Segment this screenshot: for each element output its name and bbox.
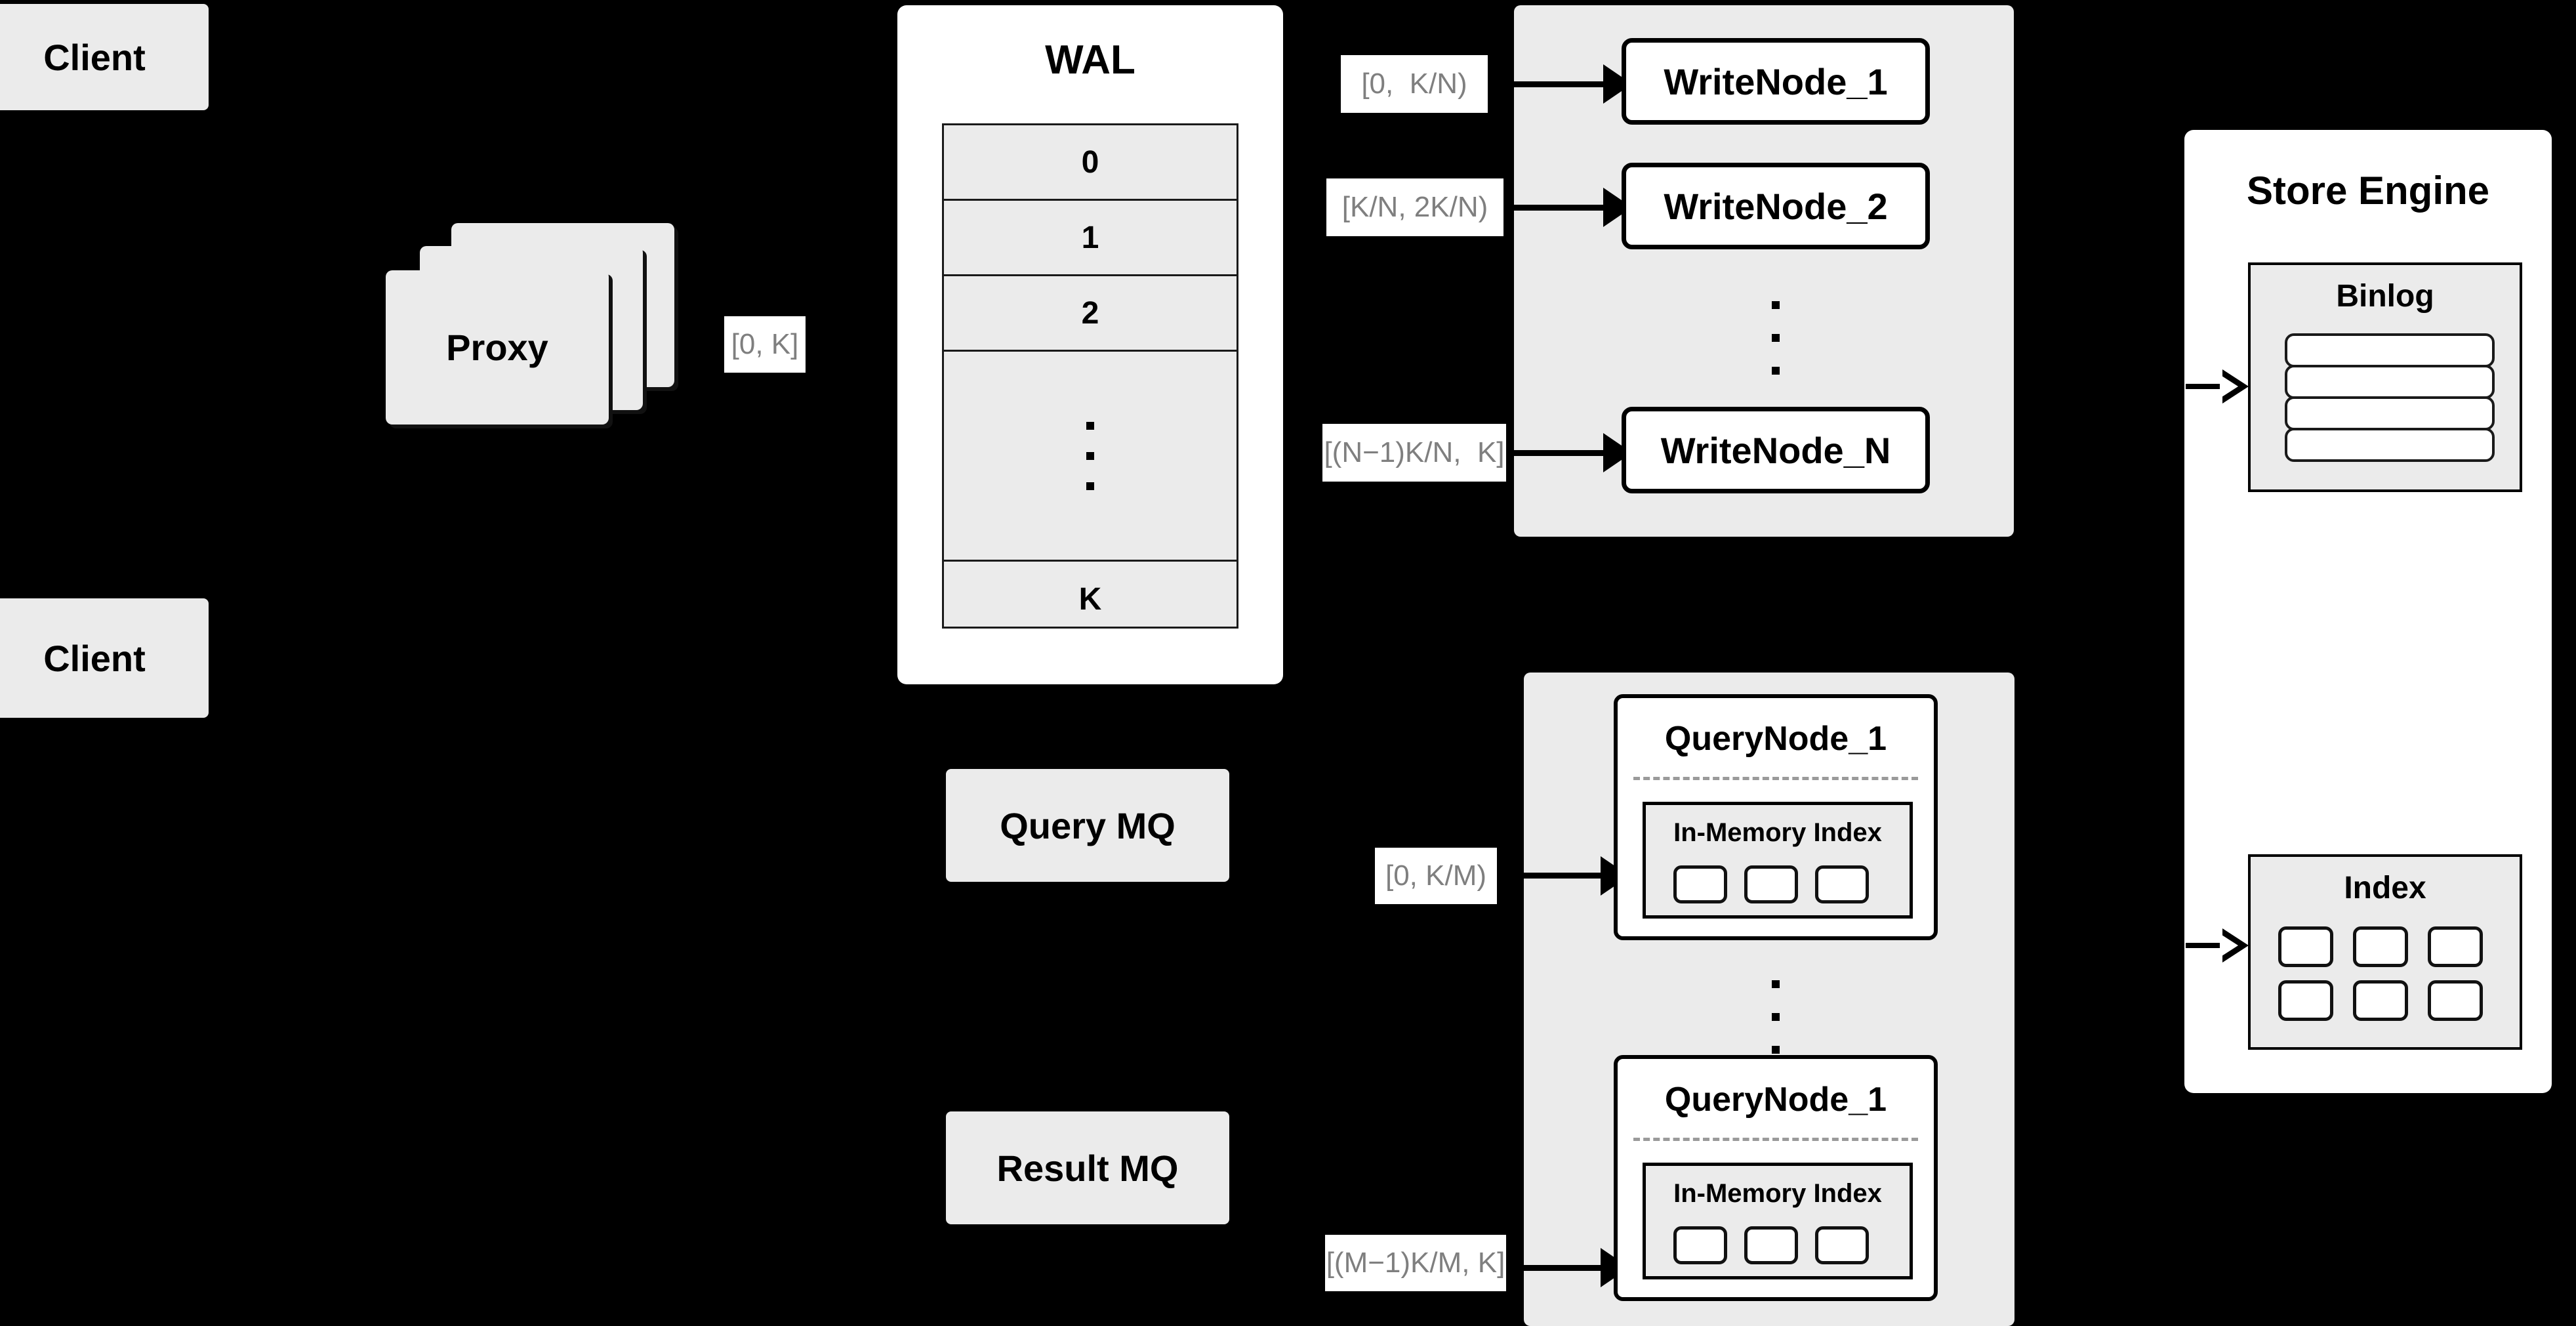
- query-node-m-in-memory-index: In-Memory Index: [1643, 1163, 1913, 1279]
- wal-row-label: 2: [1081, 295, 1099, 331]
- wal-row-label: 1: [1081, 220, 1099, 255]
- index-title: Index: [2344, 871, 2426, 905]
- edge-label-querynode-1-text: [0, K/M): [1385, 860, 1487, 892]
- client-node-2[interactable]: Client: [0, 598, 209, 718]
- index-chip: [2278, 980, 2333, 1021]
- wal-ellipsis-row: [944, 352, 1237, 562]
- store-engine-title: Store Engine: [2246, 169, 2490, 213]
- query-node-1[interactable]: QueryNode_1 In-Memory Index: [1614, 694, 1938, 940]
- edge-label-querynode-m: [(M−1)K/M, K]: [1325, 1235, 1506, 1291]
- ellipsis-dot: [1772, 1046, 1780, 1054]
- write-node-1-label: WriteNode_1: [1664, 60, 1888, 102]
- index-segment: [1815, 865, 1869, 903]
- index-segment: [1815, 1226, 1869, 1264]
- ellipsis-dot: [1772, 334, 1780, 342]
- arrow-line-writenode-n: [1509, 450, 1614, 456]
- query-node-m-title: QueryNode_1: [1664, 1081, 1887, 1119]
- result-mq-label: Result MQ: [996, 1147, 1179, 1189]
- query-node-m-in-memory-index-title: In-Memory Index: [1673, 1179, 1882, 1208]
- result-mq-node[interactable]: Result MQ: [946, 1111, 1229, 1224]
- ellipsis-dot: [1772, 367, 1780, 375]
- query-node-ellipsis: [1753, 955, 1799, 1079]
- query-mq-node[interactable]: Query MQ: [946, 769, 1229, 882]
- index-container: Index: [2248, 854, 2522, 1050]
- write-node-ellipsis: [1753, 276, 1799, 400]
- binlog-container: Binlog: [2248, 262, 2522, 492]
- edge-label-writenode-n-text: [(N−1)K/N, K]: [1324, 436, 1505, 468]
- index-segment: [1673, 865, 1727, 903]
- store-engine-container: Store Engine Binlog Index: [2184, 130, 2552, 1093]
- index-chip: [2353, 980, 2408, 1021]
- query-node-m[interactable]: QueryNode_1 In-Memory Index: [1614, 1055, 1938, 1301]
- wal-row: 2: [944, 276, 1237, 352]
- edge-label-writenode-1: [0, K/N): [1341, 55, 1488, 113]
- write-node-1[interactable]: WriteNode_1: [1622, 38, 1930, 125]
- edge-label-proxy-to-wal: [0, K]: [724, 316, 806, 373]
- arrow-head-to-binlog: [2220, 369, 2249, 404]
- index-segment: [1673, 1226, 1727, 1264]
- index-segment: [1744, 1226, 1798, 1264]
- binlog-title: Binlog: [2336, 279, 2434, 314]
- arrow-line-to-binlog: [2186, 384, 2224, 389]
- edge-label-querynode-1: [0, K/M): [1375, 848, 1497, 904]
- index-chip: [2428, 926, 2483, 967]
- arrow-head-to-index: [2220, 928, 2249, 963]
- ellipsis-dot: [1772, 980, 1780, 988]
- query-node-m-divider: [1633, 1138, 1918, 1141]
- ellipsis-dot: [1086, 451, 1094, 460]
- arrow-line-writenode-1: [1509, 81, 1614, 87]
- binlog-slab: [2285, 428, 2495, 462]
- ellipsis-dot: [1772, 301, 1780, 309]
- query-node-1-divider: [1633, 777, 1918, 780]
- wal-title: WAL: [1045, 37, 1135, 83]
- arrow-line-writenode-2: [1509, 205, 1614, 211]
- ellipsis-dot: [1086, 482, 1094, 490]
- ellipsis-dot: [1772, 1013, 1780, 1021]
- edge-label-writenode-2: [K/N, 2K/N): [1326, 178, 1503, 236]
- write-node-n[interactable]: WriteNode_N: [1622, 407, 1930, 493]
- query-node-1-in-memory-index: In-Memory Index: [1643, 802, 1913, 919]
- index-chip: [2428, 980, 2483, 1021]
- binlog-slab: [2285, 333, 2495, 367]
- write-node-n-label: WriteNode_N: [1660, 429, 1891, 471]
- client-node-1[interactable]: Client: [0, 4, 209, 110]
- index-chip: [2353, 926, 2408, 967]
- arrow-line-querynode-m: [1519, 1265, 1611, 1271]
- wal-row-last-label: K: [1078, 581, 1102, 617]
- wal-row-label: 0: [1081, 144, 1099, 180]
- edge-label-querynode-m-text: [(M−1)K/M, K]: [1326, 1247, 1505, 1279]
- index-chip: [2278, 926, 2333, 967]
- binlog-slab: [2285, 396, 2495, 430]
- edge-label-writenode-n: [(N−1)K/N, K]: [1322, 424, 1506, 482]
- arrow-line-querynode-1: [1519, 873, 1611, 879]
- query-node-1-title: QueryNode_1: [1664, 720, 1887, 758]
- write-node-2[interactable]: WriteNode_2: [1622, 163, 1930, 249]
- write-node-2-label: WriteNode_2: [1664, 185, 1888, 227]
- proxy-node-label: Proxy: [446, 327, 548, 368]
- client-node-1-label: Client: [43, 36, 146, 78]
- proxy-node[interactable]: Proxy: [386, 270, 609, 425]
- ellipsis-dot: [1086, 421, 1094, 430]
- arrow-line-to-index: [2186, 943, 2224, 948]
- edge-label-proxy-to-wal-text: [0, K]: [731, 328, 799, 360]
- wal-row: 0: [944, 125, 1237, 201]
- client-node-2-label: Client: [43, 637, 146, 679]
- edge-label-writenode-1-text: [0, K/N): [1361, 68, 1467, 100]
- binlog-slab: [2285, 365, 2495, 399]
- edge-label-writenode-2-text: [K/N, 2K/N): [1341, 191, 1488, 223]
- wal-row: 1: [944, 201, 1237, 276]
- query-mq-label: Query MQ: [1000, 804, 1176, 846]
- wal-row-list: 0 1 2 K: [942, 123, 1238, 629]
- wal-container: WAL 0 1 2 K: [897, 5, 1283, 684]
- index-segment: [1744, 865, 1798, 903]
- query-node-1-in-memory-index-title: In-Memory Index: [1673, 818, 1882, 847]
- wal-row-last: K: [944, 562, 1237, 636]
